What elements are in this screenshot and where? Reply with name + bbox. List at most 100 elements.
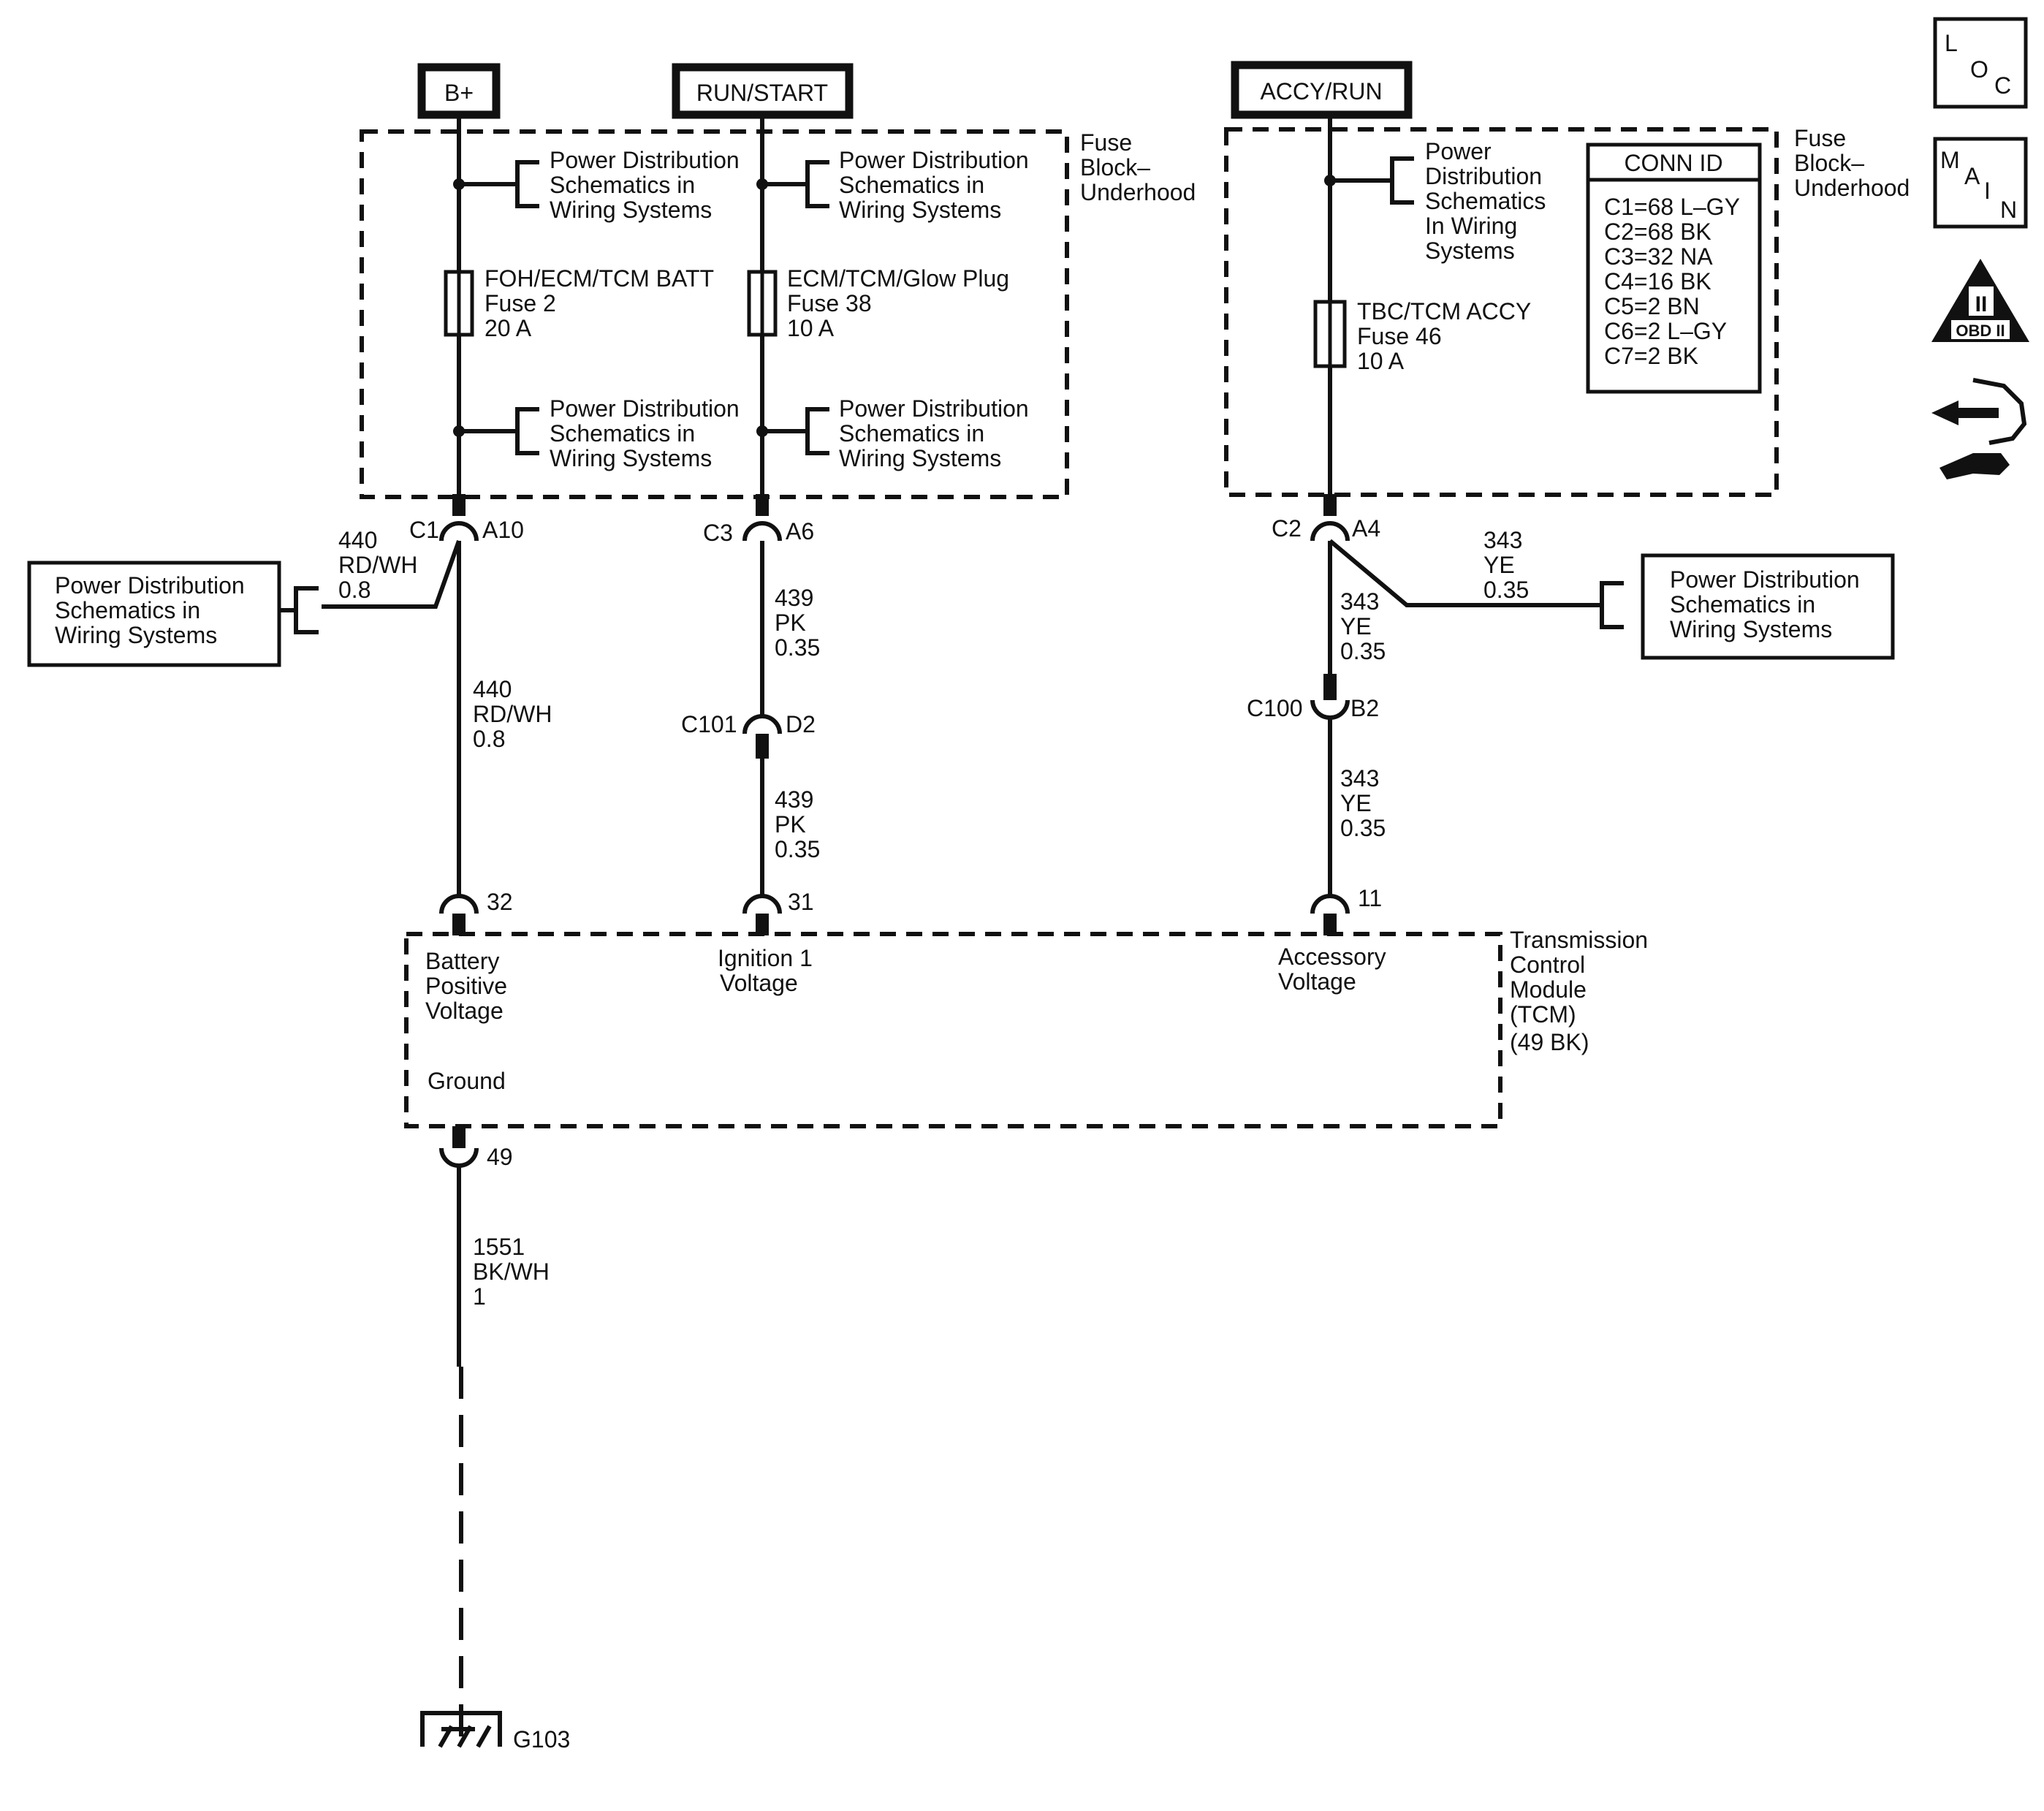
conn-a4: A4 — [1352, 515, 1380, 542]
svg-text:I: I — [1984, 178, 1991, 204]
connector-repair-icon[interactable] — [1931, 378, 2027, 479]
tcm-ground-label: Ground — [428, 1068, 506, 1094]
svg-text:Schematics in: Schematics in — [550, 172, 695, 198]
pds-ref-left-box[interactable]: Power Distribution Schematics in Wiring … — [27, 561, 281, 667]
source-accy-run-label: ACCY/RUN — [1260, 78, 1382, 105]
svg-text:0.35: 0.35 — [775, 634, 820, 661]
svg-text:C5=2 BN: C5=2 BN — [1604, 293, 1700, 319]
svg-text:Underhood: Underhood — [1794, 175, 1910, 201]
svg-text:Power: Power — [1425, 138, 1492, 164]
svg-text:Power Distribution: Power Distribution — [550, 395, 740, 422]
svg-text:0.35: 0.35 — [1483, 577, 1529, 603]
svg-text:0.35: 0.35 — [1340, 815, 1386, 841]
svg-text:Transmission: Transmission — [1510, 927, 1648, 953]
svg-text:Accessory: Accessory — [1278, 944, 1386, 970]
tcm-accessory-voltage-label: Accessory Voltage — [1278, 944, 1386, 995]
source-bplus-label: B+ — [444, 80, 474, 106]
svg-text:0.35: 0.35 — [1340, 638, 1386, 664]
pin-32: 32 — [487, 889, 513, 915]
svg-text:Power Distribution: Power Distribution — [839, 395, 1029, 422]
svg-text:Fuse: Fuse — [1080, 129, 1132, 156]
fuse-block-right — [1224, 127, 1779, 497]
conn-c101: C101 — [681, 711, 737, 737]
tcm-ignition-voltage-label: Ignition 1 Voltage — [718, 945, 813, 996]
svg-text:BK/WH: BK/WH — [473, 1258, 550, 1285]
svg-text:439: 439 — [775, 786, 813, 813]
svg-text:RD/WH: RD/WH — [338, 552, 417, 578]
svg-text:Control: Control — [1510, 952, 1585, 978]
svg-text:In Wiring: In Wiring — [1425, 213, 1517, 239]
pds-ref-accy-top[interactable]: Power Distribution Schematics In Wiring … — [1425, 138, 1546, 264]
svg-text:Wiring Systems: Wiring Systems — [1670, 616, 1832, 642]
svg-text:PK: PK — [775, 610, 806, 636]
pin-11: 11 — [1358, 885, 1382, 911]
svg-text:440: 440 — [473, 676, 512, 702]
svg-text:10 A: 10 A — [1357, 348, 1405, 374]
svg-text:Block–: Block– — [1794, 150, 1864, 176]
svg-text:10 A: 10 A — [787, 315, 835, 341]
svg-text:(49 BK): (49 BK) — [1510, 1029, 1589, 1055]
svg-text:C7=2 BK: C7=2 BK — [1604, 343, 1698, 369]
svg-text:Wiring Systems: Wiring Systems — [550, 197, 712, 223]
pin-31: 31 — [788, 889, 814, 915]
conn-id-table: CONN ID C1=68 L–GY C2=68 BK C3=32 NA C4=… — [1586, 143, 1762, 394]
svg-text:RD/WH: RD/WH — [473, 701, 552, 727]
svg-text:343: 343 — [1483, 527, 1522, 553]
conn-a6: A6 — [786, 518, 814, 544]
main-icon[interactable]: M A I N — [1933, 137, 2028, 229]
svg-text:Battery: Battery — [425, 948, 499, 974]
wire-440-branch-label: 440 RD/WH 0.8 — [338, 527, 417, 603]
svg-text:Fuse 2: Fuse 2 — [485, 290, 556, 316]
svg-text:Voltage: Voltage — [425, 998, 504, 1024]
pds-ref-b-top[interactable]: Power Distribution Schematics in Wiring … — [550, 147, 740, 223]
svg-text:Schematics: Schematics — [1425, 188, 1546, 214]
source-run-start-label: RUN/START — [696, 80, 828, 106]
fuse-block-left — [360, 129, 1069, 499]
svg-text:OBD II: OBD II — [1956, 322, 2005, 340]
svg-text:M: M — [1940, 147, 1960, 173]
svg-text:0.8: 0.8 — [473, 726, 505, 752]
svg-text:C2=68 BK: C2=68 BK — [1604, 219, 1711, 245]
svg-text:Power Distribution: Power Distribution — [839, 147, 1029, 173]
svg-text:Wiring Systems: Wiring Systems — [839, 197, 1001, 223]
obd-ii-icon[interactable]: II OBD II — [1931, 259, 2029, 342]
svg-text:1551: 1551 — [473, 1234, 525, 1260]
pds-ref-right-box[interactable]: Power Distribution Schematics in Wiring … — [1641, 553, 1895, 660]
conn-c2: C2 — [1272, 515, 1302, 542]
svg-text:Wiring Systems: Wiring Systems — [839, 445, 1001, 471]
svg-text:Module: Module — [1510, 976, 1587, 1003]
svg-text:Voltage: Voltage — [1278, 968, 1356, 995]
svg-text:YE: YE — [1340, 790, 1372, 816]
svg-text:0.35: 0.35 — [775, 836, 820, 862]
source-run-start: RUN/START — [672, 63, 854, 119]
ground-symbol — [420, 1711, 502, 1748]
pds-ref-b-bottom[interactable]: Power Distribution Schematics in Wiring … — [550, 395, 740, 471]
svg-text:FOH/ECM/TCM BATT: FOH/ECM/TCM BATT — [485, 265, 714, 292]
wire-439-lower-label: 439 PK 0.35 — [775, 786, 820, 862]
svg-text:ECM/TCM/Glow Plug: ECM/TCM/Glow Plug — [787, 265, 1009, 292]
wire-343-lower-label: 343 YE 0.35 — [1340, 765, 1386, 841]
svg-text:Schematics in: Schematics in — [839, 172, 984, 198]
svg-text:L: L — [1945, 30, 1958, 56]
svg-text:A: A — [1964, 163, 1980, 189]
svg-text:Wiring Systems: Wiring Systems — [55, 622, 217, 648]
svg-text:Fuse 38: Fuse 38 — [787, 290, 872, 316]
svg-text:II: II — [1975, 292, 1988, 316]
svg-text:Block–: Block– — [1080, 154, 1150, 181]
pin-49: 49 — [487, 1144, 513, 1170]
pds-ref-run-bottom[interactable]: Power Distribution Schematics in Wiring … — [839, 395, 1029, 471]
tcm-battery-voltage-label: Battery Positive Voltage — [425, 948, 507, 1024]
svg-text:343: 343 — [1340, 588, 1379, 615]
svg-text:Fuse: Fuse — [1794, 125, 1846, 151]
svg-text:O: O — [1970, 56, 1988, 83]
svg-text:YE: YE — [1340, 613, 1372, 639]
loc-icon[interactable]: L O C — [1933, 17, 2028, 109]
svg-text:343: 343 — [1340, 765, 1379, 791]
svg-text:YE: YE — [1483, 552, 1515, 578]
svg-text:Ignition 1: Ignition 1 — [718, 945, 813, 971]
pds-ref-run-top[interactable]: Power Distribution Schematics in Wiring … — [839, 147, 1029, 223]
svg-text:439: 439 — [775, 585, 813, 611]
conn-d2: D2 — [786, 711, 816, 737]
source-accy-run: ACCY/RUN — [1231, 61, 1413, 119]
